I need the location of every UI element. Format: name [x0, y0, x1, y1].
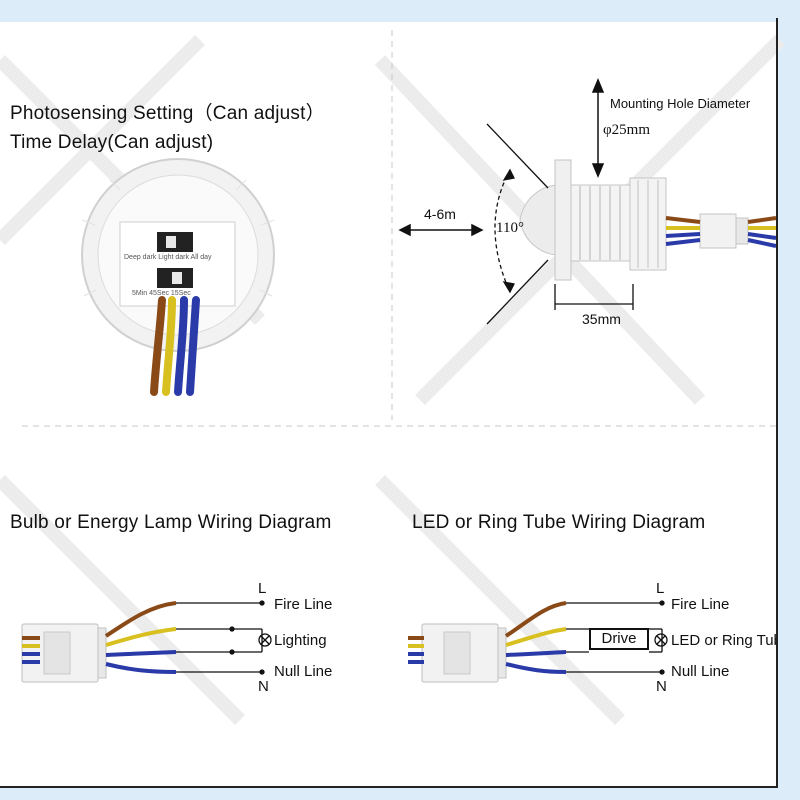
sensor-side-wires	[665, 216, 777, 248]
right-circuit-lines	[566, 600, 665, 675]
frame-bottom-band	[0, 786, 800, 800]
range-arrow	[398, 223, 484, 237]
diameter-arrow	[591, 78, 605, 178]
mounting-hole-label: Mounting Hole Diameter	[610, 96, 751, 111]
frame-top-band	[0, 0, 800, 22]
l-marker-right: L	[656, 580, 665, 597]
lighting-label: Lighting	[274, 632, 327, 649]
diameter-value: φ25mm	[603, 122, 650, 138]
right-wires	[408, 601, 567, 674]
sensor-back-wires	[150, 296, 200, 396]
led-ring-tube-label: LED or Ring Tube	[671, 632, 776, 649]
photosensing-switch-text: Deep dark Light dark All day	[124, 254, 212, 261]
left-wires	[22, 601, 177, 674]
l-marker-left: L	[258, 580, 267, 597]
time-delay-switch-text: 5Min 45Sec 15Sec	[132, 290, 191, 297]
n-marker-right: N	[656, 678, 667, 695]
connector-left	[21, 623, 107, 683]
sensor-back-view	[81, 158, 275, 352]
led-diagram-title: LED or Ring Tube Wiring Diagram	[412, 512, 706, 533]
fire-line-label-right: Fire Line	[671, 596, 730, 613]
connector-right	[421, 623, 507, 683]
n-marker-left: N	[258, 678, 269, 695]
null-line-label-right: Null Line	[671, 663, 730, 680]
length-dimension	[554, 284, 634, 310]
frame-border-right	[776, 18, 778, 788]
fire-line-label-left: Fire Line	[274, 596, 333, 613]
frame-right-band	[778, 0, 800, 800]
range-label: 4-6m	[424, 206, 456, 222]
null-line-label-left: Null Line	[274, 663, 333, 680]
time-delay-label: Time Delay(Can adjust)	[10, 132, 214, 153]
detection-angle	[486, 123, 549, 325]
drive-box: Drive	[589, 628, 649, 650]
lamp-symbol-right	[654, 633, 668, 647]
photosensing-setting-label: Photosensing Setting（Can adjust）	[10, 103, 325, 124]
lamp-symbol-left	[258, 633, 272, 647]
left-circuit-lines	[176, 600, 265, 675]
length-label: 35mm	[582, 311, 621, 327]
angle-label: 110°	[496, 220, 524, 236]
sensor-side-view	[519, 159, 749, 281]
bulb-diagram-title: Bulb or Energy Lamp Wiring Diagram	[10, 512, 332, 533]
frame-border-bottom	[0, 786, 778, 788]
